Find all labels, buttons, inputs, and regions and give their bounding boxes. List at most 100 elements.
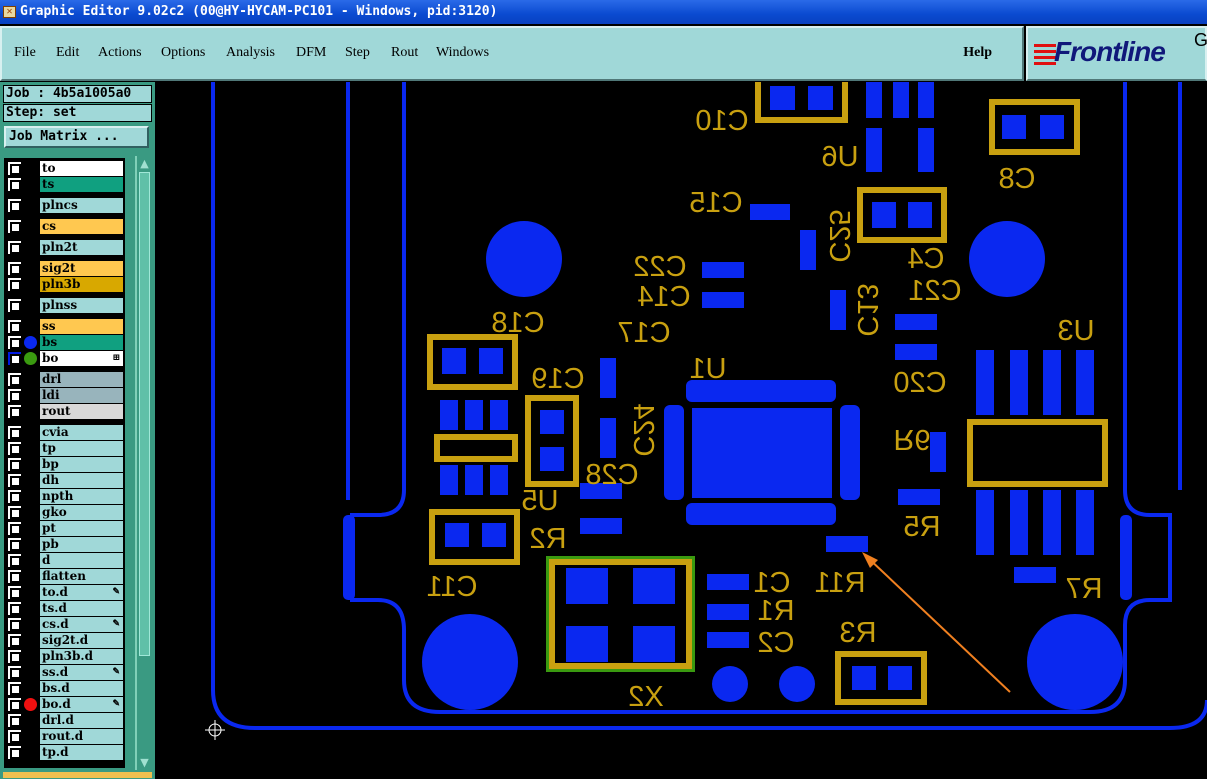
layer-name[interactable]: to bbox=[40, 161, 123, 176]
layer-row-cvia[interactable]: cvia bbox=[5, 424, 124, 440]
layer-row-to[interactable]: to bbox=[5, 160, 124, 176]
layer-checkbox[interactable] bbox=[8, 474, 21, 487]
layer-name[interactable]: sig2t bbox=[40, 261, 123, 276]
layer-row-ts[interactable]: ts bbox=[5, 176, 124, 192]
layer-row-drl[interactable]: drl bbox=[5, 371, 124, 387]
layer-name[interactable]: drl.d bbox=[40, 713, 123, 728]
layer-checkbox[interactable] bbox=[8, 458, 21, 471]
layer-checkbox[interactable] bbox=[8, 554, 21, 567]
layer-checkbox[interactable] bbox=[8, 730, 21, 743]
layer-name[interactable]: tp bbox=[40, 441, 123, 456]
layer-name[interactable]: pln3b bbox=[40, 277, 123, 292]
layer-row-pt[interactable]: pt bbox=[5, 520, 124, 536]
layer-row-bs-d[interactable]: bs.d bbox=[5, 680, 124, 696]
layer-row-rout-d[interactable]: rout.d bbox=[5, 728, 124, 744]
layer-row-pln3b-d[interactable]: pln3b.d bbox=[5, 648, 124, 664]
layer-row-npth[interactable]: npth bbox=[5, 488, 124, 504]
layer-row-ss[interactable]: ss bbox=[5, 318, 124, 334]
layer-name[interactable]: rout bbox=[40, 404, 123, 419]
layer-name[interactable]: rout.d bbox=[40, 729, 123, 744]
layer-checkbox[interactable] bbox=[8, 698, 21, 711]
menu-edit[interactable]: Edit bbox=[56, 45, 80, 60]
layer-row-bp[interactable]: bp bbox=[5, 456, 124, 472]
layer-checkbox[interactable] bbox=[8, 666, 21, 679]
menu-rout[interactable]: Rout bbox=[391, 45, 419, 60]
layer-name[interactable]: bo⊞ bbox=[40, 351, 123, 366]
layer-checkbox[interactable] bbox=[8, 746, 21, 759]
layer-name[interactable]: plnss bbox=[40, 298, 123, 313]
layer-checkbox[interactable] bbox=[8, 586, 21, 599]
layer-name[interactable]: to.d✎ bbox=[40, 585, 123, 600]
layer-row-bo[interactable]: bo⊞ bbox=[5, 350, 124, 366]
layer-row-bo-d[interactable]: bo.d✎ bbox=[5, 696, 124, 712]
layer-name[interactable]: ldi bbox=[40, 388, 123, 403]
layer-name[interactable]: flatten bbox=[40, 569, 123, 584]
layer-checkbox[interactable] bbox=[8, 714, 21, 727]
layer-checkbox[interactable] bbox=[8, 199, 21, 212]
layer-checkbox[interactable] bbox=[8, 618, 21, 631]
layer-checkbox[interactable] bbox=[8, 241, 21, 254]
layer-checkbox[interactable] bbox=[8, 506, 21, 519]
scroll-down-icon[interactable]: ▼ bbox=[140, 756, 149, 769]
pcb-canvas[interactable]: C10 U6 C8 C15 C25 C4 C22 C14 C21 C13 C17… bbox=[155, 82, 1207, 779]
layer-name[interactable]: sig2t.d bbox=[40, 633, 123, 648]
layer-row-dh[interactable]: dh bbox=[5, 472, 124, 488]
layer-name[interactable]: pln2t bbox=[40, 240, 123, 255]
layer-checkbox[interactable] bbox=[8, 389, 21, 402]
layer-name[interactable]: cvia bbox=[40, 425, 123, 440]
layer-name[interactable]: gko bbox=[40, 505, 123, 520]
layer-row-sig2t-d[interactable]: sig2t.d bbox=[5, 632, 124, 648]
layer-name[interactable]: bs bbox=[40, 335, 123, 350]
layer-checkbox[interactable] bbox=[8, 278, 21, 291]
layer-row-tp-d[interactable]: tp.d bbox=[5, 744, 124, 760]
layer-name[interactable]: ts.d bbox=[40, 601, 123, 616]
layer-checkbox[interactable] bbox=[8, 262, 21, 275]
layer-checkbox[interactable] bbox=[8, 162, 21, 175]
layer-name[interactable]: dh bbox=[40, 473, 123, 488]
menu-windows[interactable]: Windows bbox=[436, 45, 490, 60]
layer-name[interactable]: plncs bbox=[40, 198, 123, 213]
menu-actions[interactable]: Actions bbox=[98, 45, 142, 60]
layer-row-to-d[interactable]: to.d✎ bbox=[5, 584, 124, 600]
layer-name[interactable]: pb bbox=[40, 537, 123, 552]
layer-row-pb[interactable]: pb bbox=[5, 536, 124, 552]
layer-name[interactable]: cs bbox=[40, 219, 123, 234]
layer-name[interactable]: pt bbox=[40, 521, 123, 536]
layer-checkbox[interactable] bbox=[8, 570, 21, 583]
menu-dfm[interactable]: DFM bbox=[296, 45, 327, 60]
layer-row-sig2t[interactable]: sig2t bbox=[5, 260, 124, 276]
menu-step[interactable]: Step bbox=[345, 45, 370, 60]
layer-name[interactable]: npth bbox=[40, 489, 123, 504]
layer-scrollbar[interactable]: ▲ ▼ bbox=[135, 156, 152, 770]
layer-checkbox[interactable] bbox=[8, 442, 21, 455]
bottom-tab[interactable] bbox=[3, 772, 152, 778]
menu-help[interactable]: Help bbox=[963, 45, 992, 60]
layer-row-d[interactable]: d bbox=[5, 552, 124, 568]
layer-row-drl-d[interactable]: drl.d bbox=[5, 712, 124, 728]
layer-name[interactable]: ts bbox=[40, 177, 123, 192]
menu-analysis[interactable]: Analysis bbox=[226, 45, 275, 60]
layer-checkbox[interactable] bbox=[8, 682, 21, 695]
layer-row-pln2t[interactable]: pln2t bbox=[5, 239, 124, 255]
layer-checkbox[interactable] bbox=[8, 490, 21, 503]
menu-options[interactable]: Options bbox=[161, 45, 206, 60]
layer-checkbox[interactable] bbox=[8, 178, 21, 191]
layer-row-cs[interactable]: cs bbox=[5, 218, 124, 234]
layer-name[interactable]: tp.d bbox=[40, 745, 123, 760]
layer-row-tp[interactable]: tp bbox=[5, 440, 124, 456]
layer-name[interactable]: bo.d✎ bbox=[40, 697, 123, 712]
layer-checkbox[interactable] bbox=[8, 538, 21, 551]
layer-name[interactable]: bs.d bbox=[40, 681, 123, 696]
scroll-up-icon[interactable]: ▲ bbox=[140, 157, 149, 170]
layer-name[interactable]: bp bbox=[40, 457, 123, 472]
layer-checkbox[interactable] bbox=[8, 320, 21, 333]
layer-name[interactable]: ss.d✎ bbox=[40, 665, 123, 680]
layer-checkbox[interactable] bbox=[8, 299, 21, 312]
layer-checkbox[interactable] bbox=[8, 522, 21, 535]
menu-file[interactable]: File bbox=[14, 45, 36, 60]
layer-checkbox[interactable] bbox=[8, 634, 21, 647]
layer-checkbox[interactable] bbox=[8, 650, 21, 663]
layer-name[interactable]: pln3b.d bbox=[40, 649, 123, 664]
layer-row-bs[interactable]: bs bbox=[5, 334, 124, 350]
layer-row-ss-d[interactable]: ss.d✎ bbox=[5, 664, 124, 680]
